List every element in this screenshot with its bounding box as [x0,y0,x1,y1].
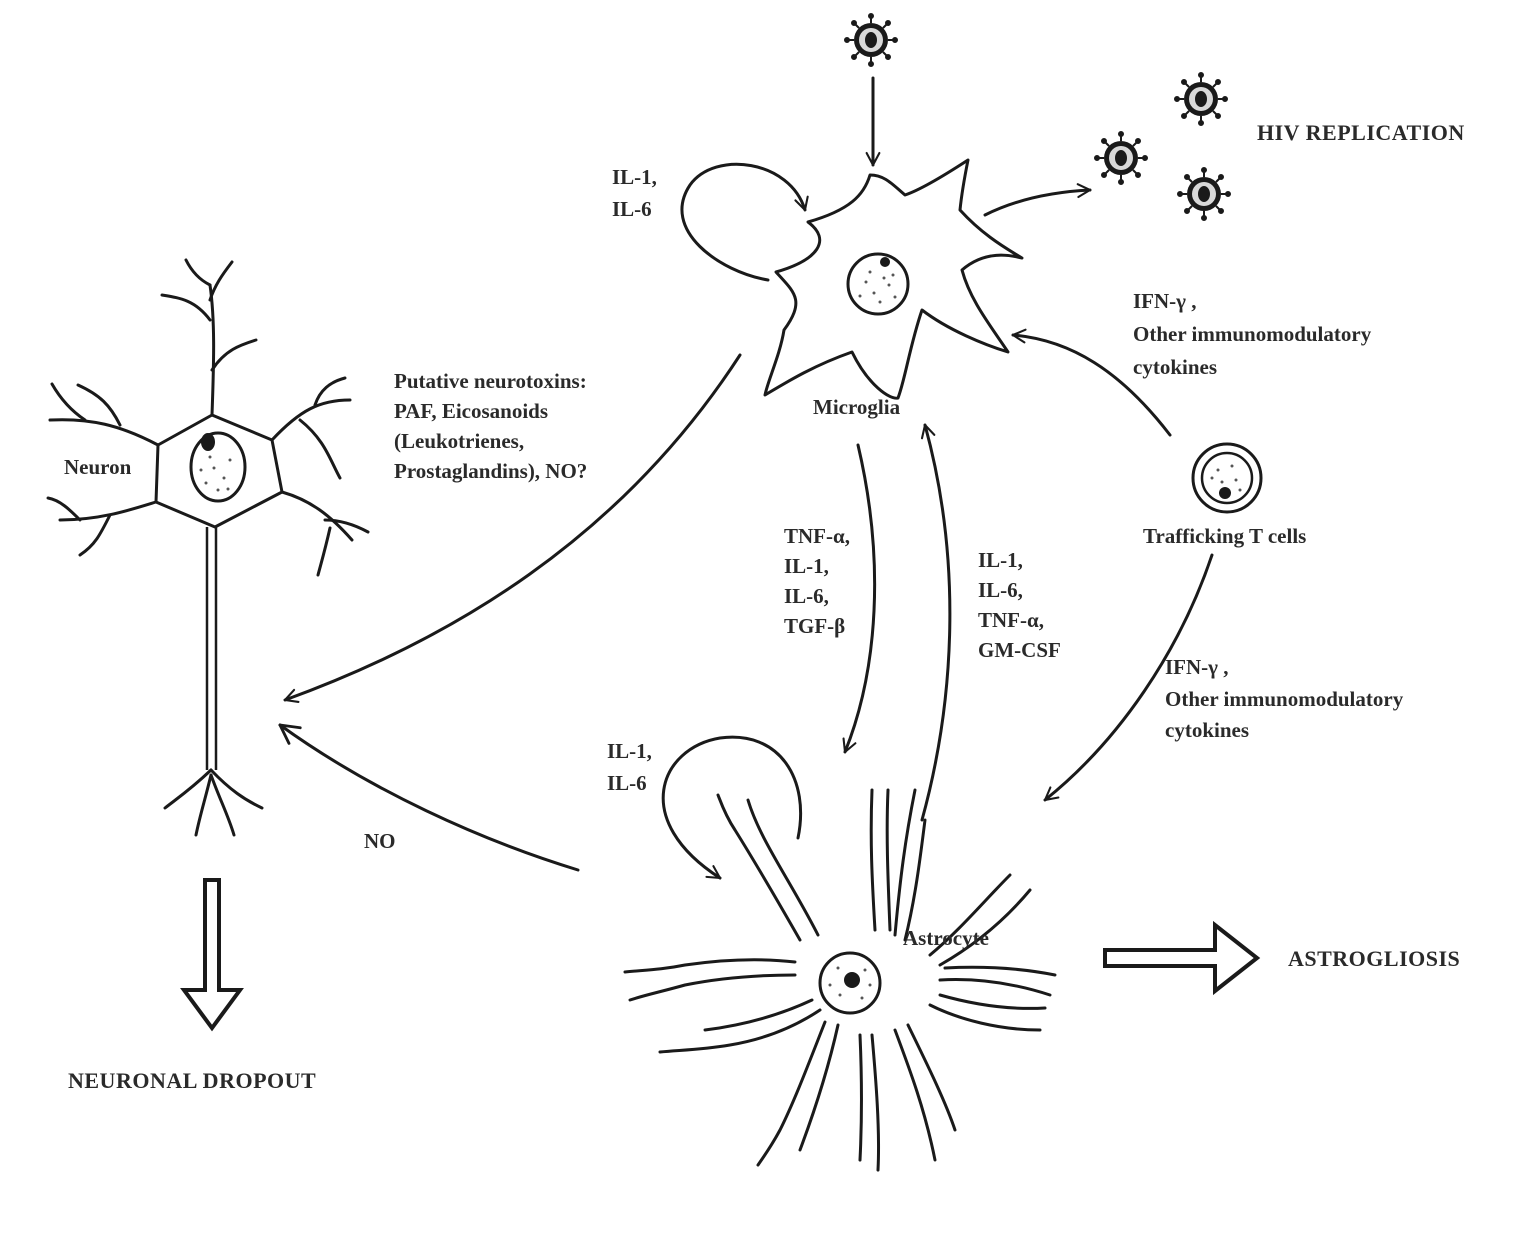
microglia-autocrine-cytokines: IL-1, IL-6 [612,165,657,221]
neuronal-dropout-label: NEURONAL DROPOUT [68,1068,316,1093]
astrocyte-to-microglia-arrow [922,425,950,820]
astrocyte-to-microglia-cytokines: IL-1, IL-6, TNF-α, GM-CSF [978,548,1061,662]
svg-text:TGF-β: TGF-β [784,614,845,638]
svg-text:Prostaglandins), NO?: Prostaglandins), NO? [394,459,587,483]
no-arrow [280,725,578,870]
t-cell-icon [1193,444,1261,512]
svg-text:IFN-γ ,: IFN-γ , [1133,289,1196,313]
microglia-to-astrocyte-cytokines: TNF-α, IL-1, IL-6, TGF-β [784,524,850,638]
svg-text:IL-1,: IL-1, [784,554,829,578]
hiv-virion-icon [1175,73,1227,125]
astrocyte-cell-icon [625,790,1055,1170]
hiv-virion-icon [1095,132,1147,184]
svg-text:IL-1,: IL-1, [612,165,657,189]
svg-text:IL-6: IL-6 [612,197,652,221]
hiv-replication-label: HIV REPLICATION [1257,120,1465,145]
astrogliosis-label: ASTROGLIOSIS [1288,946,1460,971]
tcell-to-microglia-arrow [1013,335,1170,435]
svg-text:Other immunomodulatory: Other immunomodulatory [1165,687,1404,711]
svg-text:IL-6: IL-6 [607,771,647,795]
neurotoxins-text: Putative neurotoxins: PAF, Eicosanoids (… [394,369,587,483]
tcell-to-microglia-cytokines: IFN-γ , Other immunomodulatory cytokines [1133,289,1372,379]
neuron-cell-icon [48,260,368,835]
svg-text:IL-1,: IL-1, [607,739,652,763]
microglia-label: Microglia [813,395,901,419]
replication-arrow [985,190,1090,215]
astrocyte-autocrine-arrow [663,737,800,878]
svg-text:Putative neurotoxins:: Putative neurotoxins: [394,369,587,393]
neuron-label: Neuron [64,455,132,479]
svg-text:IL-6,: IL-6, [784,584,829,608]
svg-text:Other immunomodulatory: Other immunomodulatory [1133,322,1372,346]
astrocyte-label: Astrocyte [903,926,989,950]
neuronal-dropout-arrow-icon [184,880,240,1028]
svg-text:cytokines: cytokines [1133,355,1217,379]
svg-text:cytokines: cytokines [1165,718,1249,742]
svg-text:PAF, Eicosanoids: PAF, Eicosanoids [394,399,548,423]
svg-text:TNF-α,: TNF-α, [784,524,850,548]
svg-text:IFN-γ ,: IFN-γ , [1165,655,1228,679]
svg-text:IL-6,: IL-6, [978,578,1023,602]
svg-text:GM-CSF: GM-CSF [978,638,1061,662]
microglia-to-astrocyte-arrow [845,445,875,752]
astrocyte-autocrine-cytokines: IL-1, IL-6 [607,739,652,795]
hiv-virion-icon [845,14,897,66]
no-label: NO [364,829,396,853]
microglia-cell-icon [765,160,1022,398]
tcell-to-astrocyte-cytokines: IFN-γ , Other immunomodulatory cytokines [1165,655,1404,742]
t-cells-label: Trafficking T cells [1143,524,1306,548]
svg-text:IL-1,: IL-1, [978,548,1023,572]
svg-text:(Leukotrienes,: (Leukotrienes, [394,429,524,453]
microglia-autocrine-arrow [682,164,805,280]
hiv-virion-icon [1178,168,1230,220]
svg-text:TNF-α,: TNF-α, [978,608,1044,632]
astrogliosis-arrow-icon [1105,925,1257,991]
